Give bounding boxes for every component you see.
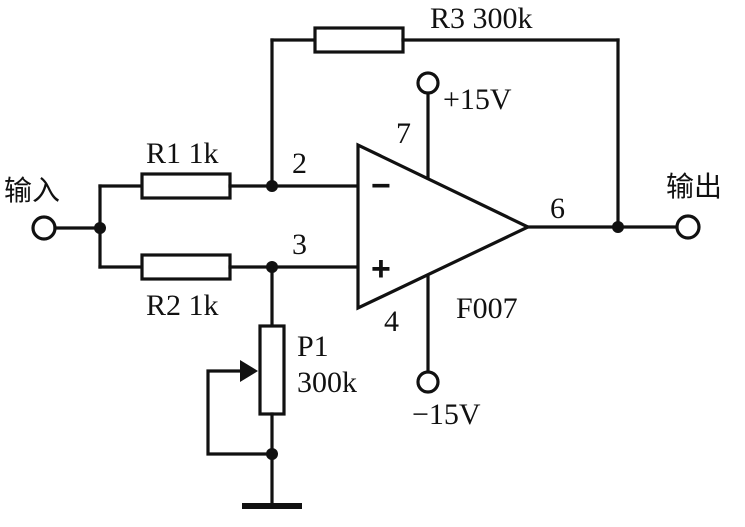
pin-4-label: 4 xyxy=(384,305,399,338)
p1-name-label: P1 xyxy=(297,330,329,363)
resistor-r2 xyxy=(140,253,232,281)
inverting-sign: − xyxy=(371,167,391,205)
feedback-path xyxy=(270,26,620,229)
output-terminal xyxy=(675,214,701,240)
vminus-terminal xyxy=(416,370,440,394)
opamp-triangle xyxy=(356,142,532,311)
input-wiring xyxy=(31,184,144,269)
input-terminal xyxy=(31,215,57,241)
opamp-label: F007 xyxy=(456,292,518,325)
resistor-r3 xyxy=(313,26,405,54)
p1-value-label: 300k xyxy=(297,366,357,399)
r1-label: R1 1k xyxy=(146,137,219,170)
input-junction xyxy=(94,222,106,234)
input-label: 输入 xyxy=(4,174,60,207)
potentiometer-body xyxy=(258,324,286,416)
wiper-loop xyxy=(206,369,274,456)
output-junction xyxy=(612,221,624,233)
vplus-terminal xyxy=(416,71,440,95)
wiper-arrow-icon xyxy=(240,360,258,382)
r2-label: R2 1k xyxy=(146,289,219,322)
vplus-label: +15V xyxy=(443,83,512,116)
noninverting-sign: + xyxy=(371,250,391,288)
pin-3-label: 3 xyxy=(292,228,307,261)
resistor-r1 xyxy=(140,172,232,200)
r3-label: R3 300k xyxy=(430,2,533,35)
vminus-label: −15V xyxy=(412,398,481,431)
pin-7-label: 7 xyxy=(396,117,411,150)
pin-6-label: 6 xyxy=(550,192,565,225)
output-label: 输出 xyxy=(666,170,722,203)
pin-2-label: 2 xyxy=(292,147,307,180)
potentiometer-p1 xyxy=(206,265,302,509)
